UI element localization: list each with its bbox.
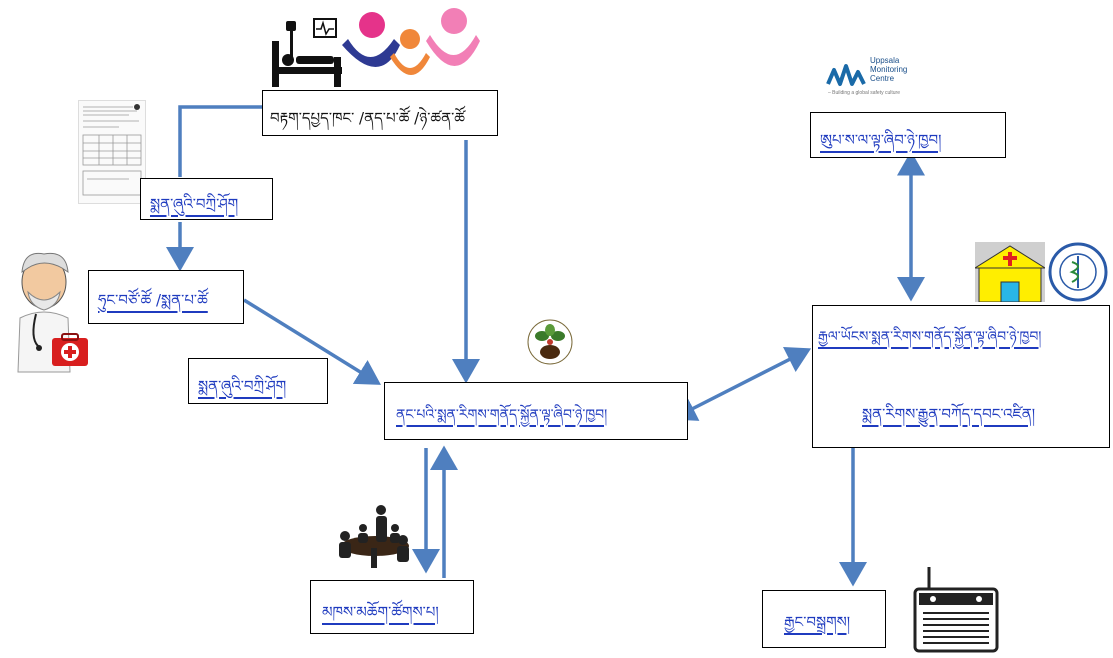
arrow-source-to-form — [178, 105, 262, 177]
uppsala-label: ཨུཔ་ས་ལ་ལྟ་ཞིབ་ཉེ་ཁྱབ། — [820, 131, 942, 149]
uppsala-tagline: – Building a global safety culture — [828, 90, 900, 96]
center-node — [384, 382, 688, 440]
hospital-house-image — [973, 242, 1047, 303]
form-label-mid: སྨན་ཞུའི་བཀྲི་ཤོག — [198, 377, 287, 395]
doctors-node — [88, 270, 244, 324]
uppsala-node — [810, 112, 1006, 158]
intl-label-2: སྨན་རིགས་རྒྱུན་བཀོད་དབང་འཛིན། — [862, 405, 1036, 423]
uppsala-logo: Uppsala Monitoring Centre – Building a g… — [826, 56, 936, 102]
center-label: ནང་པའི་སྨན་རིགས་གནོད་སྐྱོན་ལྟ་ཞིབ་ཉེ་ཁྱབ… — [396, 407, 608, 423]
uppsala-name: Uppsala — [870, 56, 900, 65]
committee-node — [310, 580, 474, 634]
broadcast-node — [762, 590, 886, 648]
source-node — [262, 90, 498, 136]
source-label: བརྟག་དཔྱད་ཁང་ /ནད་པ་ཚོ /ཉེ་ཚན་ཚོ — [270, 109, 465, 127]
form-node-top — [140, 178, 273, 220]
arrow-doctors-to-center — [243, 298, 381, 385]
hospital-family-image — [270, 5, 480, 90]
doctor-image — [8, 248, 92, 374]
uppsala-name3: Centre — [870, 74, 895, 83]
doctors-label: ཧུང་བཙོ་ཚོ /སྨན་པ་ཚོ — [98, 291, 208, 309]
arrow-center-intl — [671, 347, 812, 421]
report-form-image — [78, 100, 146, 204]
radio-image — [913, 565, 999, 653]
broadcast-label: རྒྱང་བསྒྲགས། — [784, 613, 851, 631]
intl-label-1: རྒྱལ་ཡོངས་སྨན་རིགས་གནོད་སྐྱོན་ལྟ་ཞིབ་ཉེ་… — [818, 329, 1042, 345]
meeting-image — [333, 502, 413, 572]
committee-label: མཁས་མཆོག་ཚོགས་པ། — [322, 603, 439, 621]
organization-logo — [520, 318, 580, 366]
intl-node — [812, 305, 1110, 448]
form-label-top: སྨན་ཞུའི་བཀྲི་ཤོག — [150, 195, 239, 213]
health-emblem — [1048, 242, 1108, 302]
form-node-mid — [188, 358, 328, 404]
uppsala-name2: Monitoring — [870, 65, 908, 74]
